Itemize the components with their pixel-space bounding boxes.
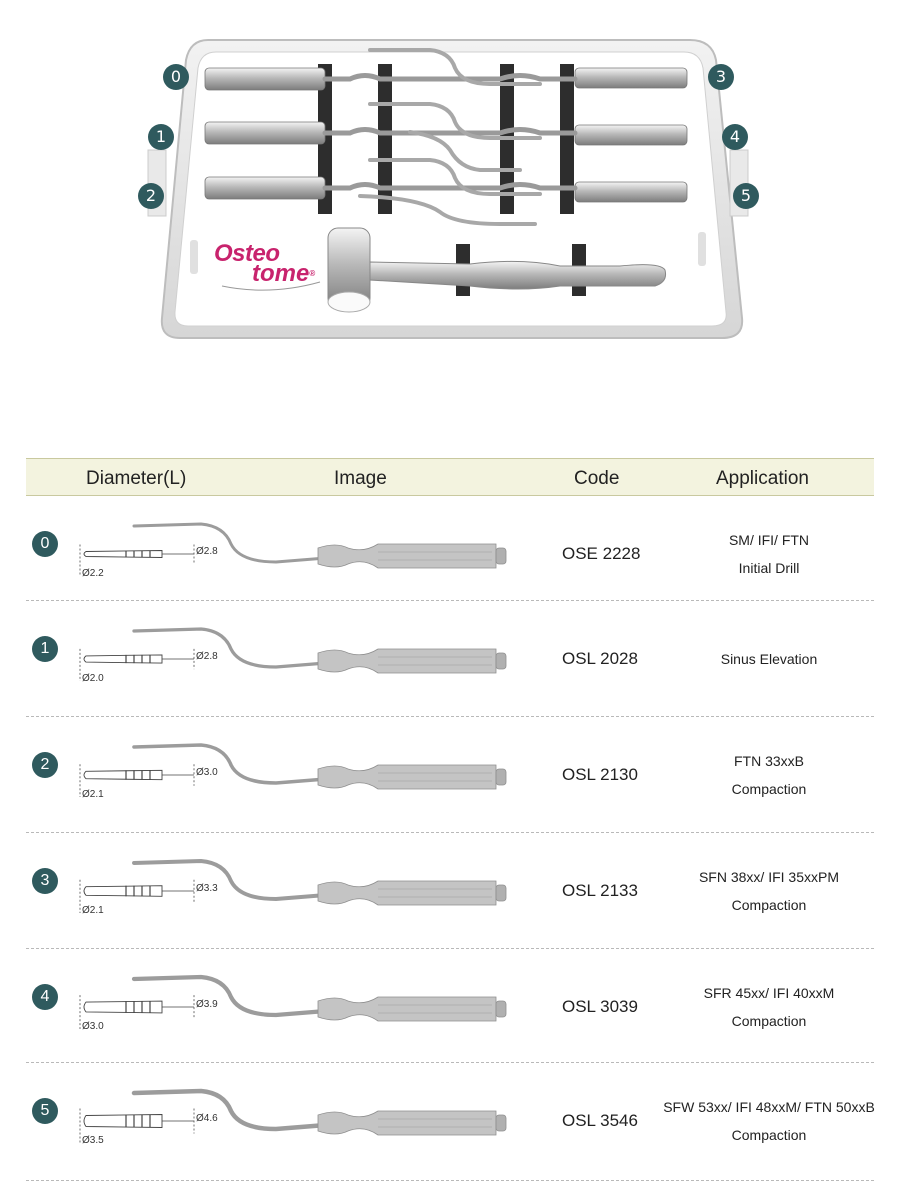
tip-diameter-label: Ø2.2 [82,568,104,579]
product-code: OSL 2130 [562,765,638,784]
application-line-2: Compaction [731,1127,807,1143]
logo-text-line1: Osteo [214,240,280,267]
tip-diameter-label: Ø3.0 [82,1021,104,1032]
header-diameter: Diameter(L) [86,468,187,489]
tip-diameter-label: Ø3.5 [82,1135,104,1146]
row-number-badge: 4 [32,984,58,1010]
application-text: SFW 53xx/ IFI 48xxM/ FTN 50xxB Compaction [656,1093,882,1149]
instrument-drawing [79,974,507,1029]
tip-diameter-label: Ø2.1 [82,905,104,916]
osteotome-kit-illustration: 0 1 2 3 4 5 Osteo tome® [0,0,897,380]
table-header: Diameter(L) Image Code Application [26,458,874,496]
body-diameter-label: Ø4.6 [196,1113,218,1124]
application-line-1: Sinus Elevation [720,651,818,667]
body-diameter-label: Ø2.8 [196,651,218,662]
kit-badge-2: 2 [138,183,164,209]
product-code: OSL 3039 [562,997,638,1016]
application-text: Sinus Elevation [656,645,882,673]
row-number-badge: 0 [32,531,58,557]
body-diameter-label: Ø3.9 [196,999,218,1010]
instrument-drawing [79,859,507,913]
kit-badge-0: 0 [163,64,189,90]
logo-text-line2: tome® [252,260,316,287]
instrument-drawing [79,1088,507,1143]
product-code: OSE 2228 [562,544,641,563]
body-diameter-label: Ø2.8 [196,546,218,557]
product-code: OSL 2028 [562,649,638,668]
kit-tray-drawing [147,39,749,339]
kit-badge-4: 4 [722,124,748,150]
product-code: OSL 3546 [562,1111,638,1130]
header-code: Code [574,468,620,489]
instrument-drawing [79,743,507,797]
application-text: SFR 45xx/ IFI 40xxM Compaction [656,979,882,1035]
kit-badge-3: 3 [708,64,734,90]
kit-badge-5: 5 [733,183,759,209]
application-text: FTN 33xxB Compaction [656,747,882,803]
product-code: OSL 2133 [562,881,638,900]
row-number-badge: 2 [32,752,58,778]
body-diameter-label: Ø3.3 [196,883,218,894]
application-line-1: SFW 53xx/ IFI 48xxM/ FTN 50xxB [663,1099,875,1115]
application-line-1: SM/ IFI/ FTN [728,532,810,548]
application-line-2: Initial Drill [738,560,800,576]
body-diameter-label: Ø3.0 [196,767,218,778]
application-text: SM/ IFI/ FTN Initial Drill [656,526,882,582]
application-line-1: FTN 33xxB [733,753,804,769]
header-image: Image [334,468,387,489]
tip-diameter-label: Ø2.0 [82,673,104,684]
row-number-badge: 5 [32,1098,58,1124]
application-line-2: Compaction [731,1013,807,1029]
row-number-badge: 1 [32,636,58,662]
header-application: Application [716,468,809,489]
row-number-badge: 3 [32,868,58,894]
application-line-1: SFR 45xx/ IFI 40xxM [703,985,835,1001]
instrument-drawing [79,522,507,576]
application-line-1: SFN 38xx/ IFI 35xxPM [698,869,840,885]
application-text: SFN 38xx/ IFI 35xxPM Compaction [656,863,882,919]
osteotome-logo: Osteo tome® [214,240,324,288]
kit-badge-1: 1 [148,124,174,150]
tip-diameter-label: Ø2.1 [82,789,104,800]
application-line-2: Compaction [731,781,807,797]
instrument-drawing [79,627,507,681]
application-line-2: Compaction [731,897,807,913]
